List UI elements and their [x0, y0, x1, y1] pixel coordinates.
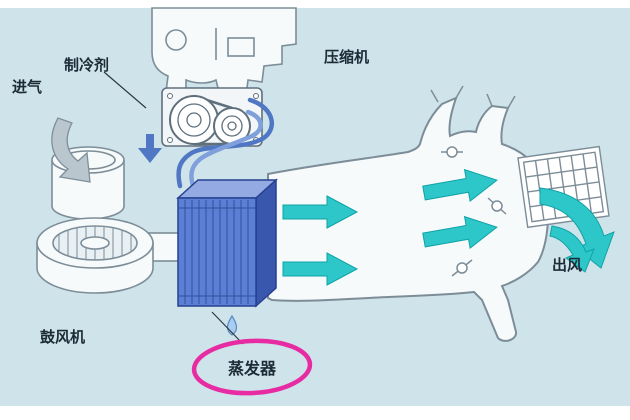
duct-branch-tips: [430, 85, 516, 109]
outflow-arrow-small: [549, 225, 595, 273]
label-compressor: 压缩机: [324, 48, 369, 66]
leader-lines: [103, 71, 244, 345]
blower-fan-blades: [58, 226, 132, 260]
refrigerant-flow-arrow: [138, 134, 162, 163]
compressor-assembly: [161, 87, 263, 147]
compressor-pulley-large: [169, 95, 219, 145]
blower-drum: [36, 217, 154, 294]
evaporator: [176, 178, 278, 308]
vent-grille: [517, 145, 610, 229]
evaporator-front-face: [177, 197, 257, 307]
air-duct: [267, 85, 550, 342]
leader-line-refrigerant: [103, 71, 147, 109]
label-refrigerant: 制冷剂: [64, 56, 109, 74]
evaporator-fins: [178, 200, 256, 304]
label-air-out: 出风: [552, 256, 582, 274]
label-evaporator: 蒸发器: [228, 359, 277, 378]
airflow-arrows: [282, 163, 615, 286]
outflow-arrow-large: [539, 187, 615, 269]
duct-valves: [441, 146, 507, 277]
engine-block: [151, 7, 297, 97]
leader-line-evaporator: [211, 311, 244, 345]
label-blower: 鼓风机: [40, 328, 85, 346]
intake-arrow: [51, 117, 91, 183]
label-intake: 进气: [12, 78, 42, 96]
evaporator-side-face: [255, 178, 277, 308]
frame-top: [0, 0, 630, 8]
refrigerant-tube-2: [189, 109, 263, 189]
evaporator-highlight-ellipse: [191, 338, 313, 396]
refrigerant-tubes: [176, 97, 275, 189]
frame-bottom: [0, 406, 630, 420]
